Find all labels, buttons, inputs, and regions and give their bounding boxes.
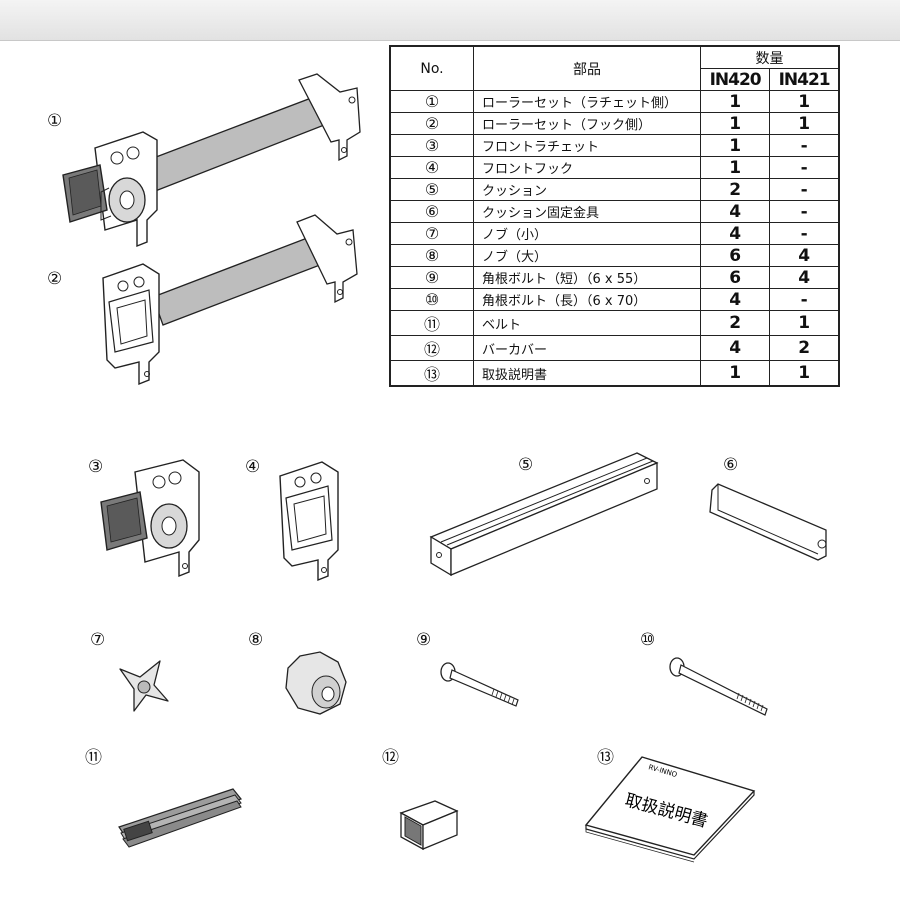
- row-no: ⑥: [389, 200, 474, 223]
- row-qty-in421: 4: [769, 244, 840, 267]
- row-part-name: フロントラチェット: [473, 134, 701, 157]
- header-part: 部品: [473, 45, 701, 91]
- label-part-6: ⑥: [723, 455, 739, 475]
- row-qty-in421: 1: [769, 90, 840, 113]
- header-model-in420: IN420: [699, 68, 771, 91]
- row-qty-in421: 1: [769, 112, 840, 135]
- row-qty-in421: 2: [769, 335, 840, 361]
- front-hook-illustration: [279, 461, 339, 582]
- bolt-short-illustration: [440, 662, 519, 707]
- label-part-1: ①: [47, 111, 63, 131]
- row-qty-in421: -: [769, 200, 840, 223]
- row-qty-in421: 4: [769, 266, 840, 289]
- row-qty-in420: 1: [699, 90, 771, 113]
- row-no: ①: [389, 90, 474, 113]
- row-qty-in421: -: [769, 134, 840, 157]
- bolt-long-illustration: [669, 657, 768, 716]
- row-part-name: 取扱説明書: [473, 360, 701, 387]
- row-no: ④: [389, 156, 474, 179]
- row-qty-in421: 1: [769, 360, 840, 387]
- row-no: ⑦: [389, 222, 474, 245]
- row-no: ⑨: [389, 266, 474, 289]
- row-part-name: ローラーセット（フック側）: [473, 112, 701, 135]
- belt-illustration: [118, 788, 242, 848]
- row-no: ⑧: [389, 244, 474, 267]
- row-no: ⑬: [389, 360, 474, 387]
- label-part-2: ②: [47, 269, 63, 289]
- bar-cover-illustration: [399, 800, 459, 851]
- label-part-4: ④: [245, 457, 261, 477]
- label-part-10: ⑩: [640, 630, 656, 650]
- row-part-name: ローラーセット（ラチェット側）: [473, 90, 701, 113]
- roller-set-hook-illustration: [102, 214, 358, 386]
- knob-small-illustration: [119, 660, 169, 712]
- row-no: ⑪: [389, 310, 474, 336]
- top-bar: [0, 0, 900, 41]
- row-part-name: ノブ（大）: [473, 244, 701, 267]
- label-part-13: ⑬: [597, 748, 614, 768]
- row-qty-in421: 1: [769, 310, 840, 336]
- row-part-name: クッション固定金具: [473, 200, 701, 223]
- row-qty-in420: 4: [699, 200, 771, 223]
- roller-set-ratchet-illustration: [62, 73, 361, 248]
- row-qty-in420: 6: [699, 244, 771, 267]
- label-part-3: ③: [88, 457, 104, 477]
- row-part-name: 角根ボルト（短）（6 x 55）: [473, 266, 701, 289]
- row-part-name: フロントフック: [473, 156, 701, 179]
- row-qty-in420: 4: [699, 335, 771, 361]
- label-part-12: ⑫: [382, 748, 399, 768]
- row-part-name: 角根ボルト（長）（6 x 70）: [473, 288, 701, 311]
- header-model-in421: IN421: [769, 68, 840, 91]
- front-ratchet-illustration: [100, 459, 200, 578]
- cushion-fixing-bracket-illustration: [709, 483, 827, 561]
- row-qty-in420: 6: [699, 266, 771, 289]
- row-qty-in420: 1: [699, 134, 771, 157]
- knob-large-illustration: [285, 651, 347, 715]
- row-part-name: ベルト: [473, 310, 701, 336]
- row-no: ③: [389, 134, 474, 157]
- row-no: ⑤: [389, 178, 474, 201]
- row-part-name: ノブ（小）: [473, 222, 701, 245]
- row-qty-in421: -: [769, 178, 840, 201]
- row-part-name: クッション: [473, 178, 701, 201]
- row-qty-in421: -: [769, 222, 840, 245]
- header-no: No.: [389, 45, 474, 91]
- row-qty-in420: 1: [699, 360, 771, 387]
- label-part-8: ⑧: [248, 630, 264, 650]
- row-qty-in420: 1: [699, 156, 771, 179]
- label-part-5: ⑤: [518, 455, 534, 475]
- label-part-9: ⑨: [416, 630, 432, 650]
- row-qty-in420: 4: [699, 222, 771, 245]
- label-part-11: ⑪: [85, 748, 102, 768]
- row-no: ⑫: [389, 335, 474, 361]
- row-qty-in420: 2: [699, 310, 771, 336]
- header-qty: 数量: [700, 45, 840, 69]
- cushion-illustration: [429, 452, 659, 577]
- row-qty-in420: 4: [699, 288, 771, 311]
- row-qty-in420: 2: [699, 178, 771, 201]
- label-part-7: ⑦: [90, 630, 106, 650]
- row-qty-in421: -: [769, 156, 840, 179]
- row-part-name: バーカバー: [473, 335, 701, 361]
- manual-illustration: RV-INNO 取扱説明書: [584, 756, 756, 863]
- row-no: ⑩: [389, 288, 474, 311]
- row-no: ②: [389, 112, 474, 135]
- row-qty-in420: 1: [699, 112, 771, 135]
- row-qty-in421: -: [769, 288, 840, 311]
